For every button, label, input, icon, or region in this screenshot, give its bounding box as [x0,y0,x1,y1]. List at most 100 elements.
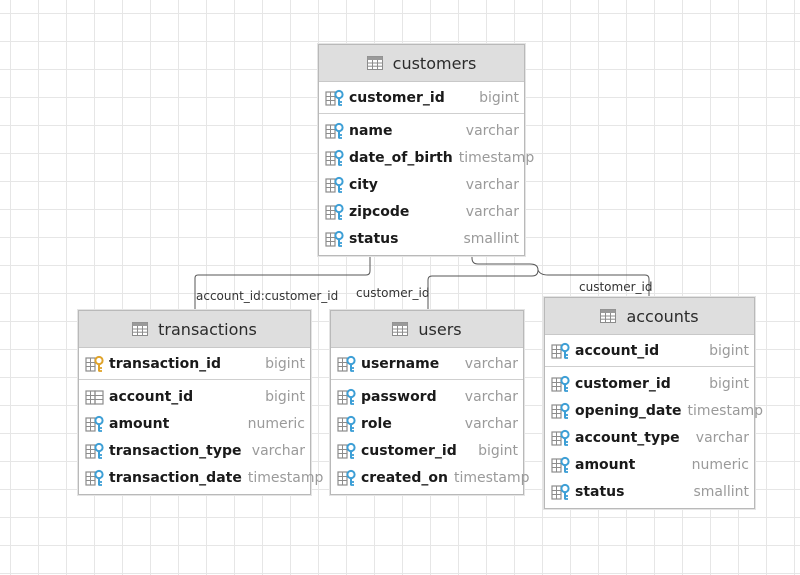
column-name: transaction_id [109,355,221,372]
column-type: bigint [479,89,519,106]
primary-key-section: username varchar [331,348,523,380]
relation-line-transactions-customers[interactable] [194,256,371,310]
table-header[interactable]: accounts [545,298,754,335]
column-type: varchar [464,415,518,432]
column-name: status [575,483,625,500]
column-name: city [349,176,378,193]
relation-label-users-customers: customer_id [356,286,430,300]
blue-key-column-icon [551,483,570,500]
column-name: opening_date [575,402,682,419]
blue-key-column-icon [551,375,570,392]
column-row[interactable]: city varchar [319,171,524,198]
blue-key-column-icon [85,415,104,432]
blue-key-column-icon [325,176,344,193]
table-header[interactable]: users [331,311,523,348]
column-name: date_of_birth [349,149,453,166]
relation-line-users-customers[interactable] [427,256,539,310]
column-row[interactable]: created_on timestamp [331,464,529,491]
blue-key-column-icon [85,442,104,459]
table-icon [132,322,149,336]
blue-key-column-icon [337,469,356,486]
column-row[interactable]: amount numeric [79,410,310,437]
column-name: customer_id [361,442,457,459]
column-name: transaction_date [109,469,242,486]
relation-label-accounts-customers: customer_id [579,280,653,294]
column-row[interactable]: zipcode varchar [319,198,524,225]
primary-key-section: customer_id bigint [319,82,524,114]
table-title: customers [392,53,477,73]
table-icon [366,56,383,70]
column-type: varchar [465,203,519,220]
column-row[interactable]: name varchar [319,117,524,144]
table-title: accounts [626,306,699,326]
column-row[interactable]: customer_id bigint [319,84,524,111]
plain-column-icon [85,389,104,405]
column-type: bigint [478,442,518,459]
blue-key-column-icon [337,388,356,405]
column-row[interactable]: transaction_id bigint [79,350,310,377]
table-header[interactable]: customers [319,45,524,82]
blue-key-column-icon [551,456,570,473]
blue-key-column-icon [551,342,570,359]
column-name: zipcode [349,203,410,220]
table-header[interactable]: transactions [79,311,310,348]
blue-key-column-icon [325,230,344,247]
columns-section: account_id bigint amount numeric transaction… [79,380,323,494]
columns-section: name varchar date_of_birth timestamp city var… [319,114,534,255]
column-name: account_id [109,388,194,405]
column-row[interactable]: account_type varchar [545,424,754,451]
blue-key-column-icon [325,149,344,166]
column-type: varchar [695,429,749,446]
column-name: name [349,122,393,139]
column-row[interactable]: date_of_birth timestamp [319,144,534,171]
column-type: smallint [463,230,519,247]
column-type: varchar [464,355,518,372]
column-row[interactable]: transaction_date timestamp [79,464,323,491]
table-icon [600,309,617,323]
column-row[interactable]: customer_id bigint [331,437,523,464]
column-name: account_type [575,429,680,446]
column-type: bigint [265,355,305,372]
column-type: varchar [465,176,519,193]
column-type: numeric [247,415,305,432]
column-type: timestamp [458,149,535,166]
blue-key-column-icon [325,203,344,220]
column-name: transaction_type [109,442,242,459]
blue-key-column-icon [325,89,344,106]
column-type: numeric [691,456,749,473]
column-type: bigint [709,375,749,392]
column-name: customer_id [349,89,445,106]
column-type: varchar [465,122,519,139]
column-name: created_on [361,469,448,486]
column-type: varchar [464,388,518,405]
column-type: timestamp [453,469,530,486]
column-name: amount [109,415,170,432]
column-row[interactable]: account_id bigint [79,383,310,410]
column-name: password [361,388,437,405]
column-row[interactable]: username varchar [331,350,523,377]
column-type: bigint [265,388,305,405]
column-name: account_id [575,342,660,359]
relation-line-accounts-customers[interactable] [537,269,650,297]
column-name: username [361,355,440,372]
column-type: timestamp [247,469,324,486]
blue-key-column-icon [337,415,356,432]
blue-key-column-icon [551,402,570,419]
customers-table[interactable]: customers customer_id bigint name varchar d… [318,44,534,256]
blue-key-column-icon [85,469,104,486]
column-row[interactable]: password varchar [331,383,523,410]
